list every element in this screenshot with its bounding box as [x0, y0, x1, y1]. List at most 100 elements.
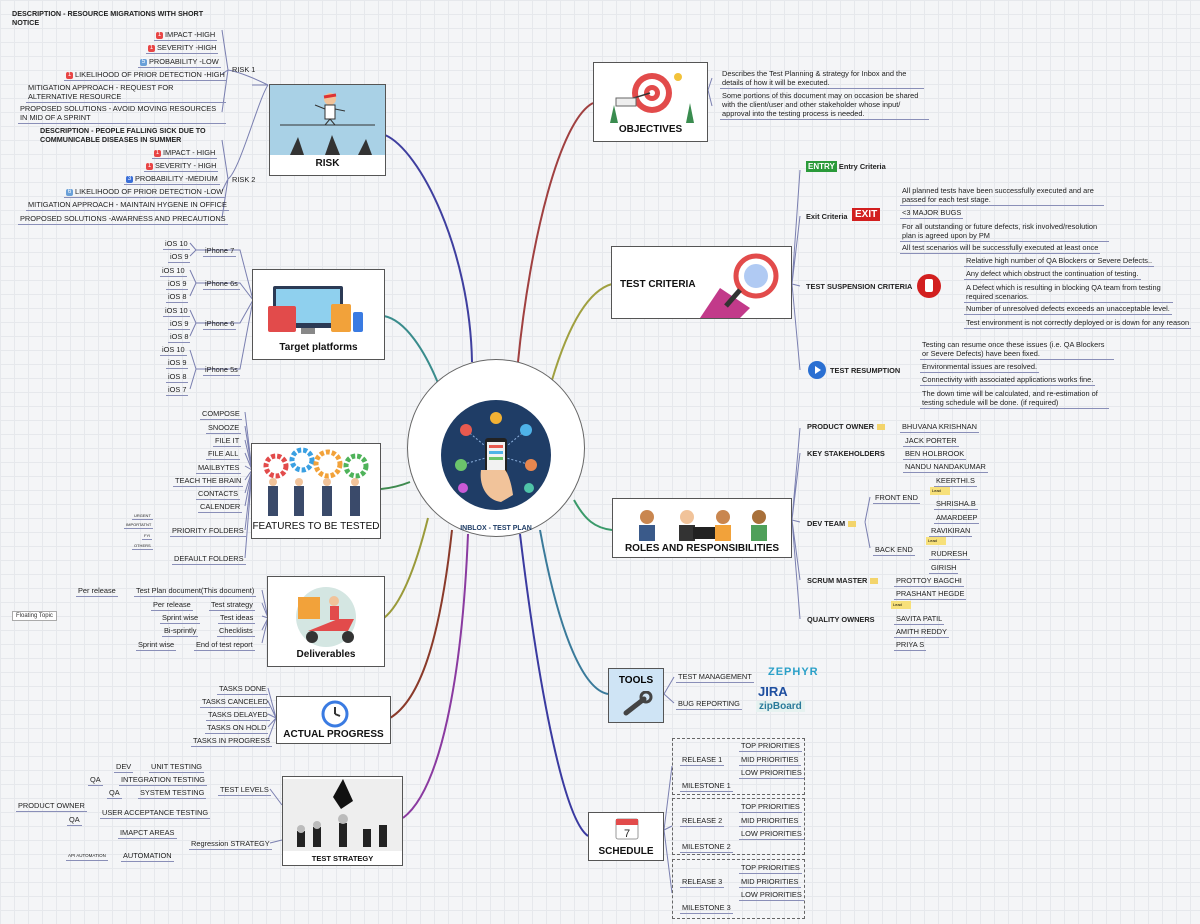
release-label[interactable]: RELEASE 3: [680, 877, 725, 888]
feature-mailbytes[interactable]: MAILBYTES: [196, 463, 242, 474]
priority-level[interactable]: LOW PRIORITIES: [739, 768, 804, 779]
risk1-label[interactable]: RISK 1: [232, 65, 256, 74]
os-version[interactable]: iOS 9: [166, 358, 189, 369]
os-version[interactable]: iOS 10: [160, 345, 187, 356]
scrum-master-label[interactable]: SCRUM MASTER: [807, 576, 879, 585]
uat-owner[interactable]: QA: [67, 815, 82, 826]
suspension-item[interactable]: Number of unresolved defects exceeds an …: [964, 304, 1172, 315]
device-iphone5s[interactable]: iPhone 5s: [203, 365, 240, 376]
risk1-mitigation[interactable]: MITIGATION APPROACH - REQUEST FOR ALTERN…: [26, 83, 226, 103]
risk-card[interactable]: RISK: [269, 84, 386, 176]
regression-label[interactable]: Regression STRATEGY: [189, 839, 272, 850]
exit-criteria[interactable]: Exit Criteria: [806, 212, 848, 221]
exit-item[interactable]: All planned tests have been successfully…: [900, 186, 1104, 206]
exit-item[interactable]: For all outstanding or future defects, r…: [900, 222, 1109, 242]
schedule-card[interactable]: 7 SCHEDULE: [588, 812, 664, 861]
deliverable-frequency[interactable]: Per release: [76, 586, 118, 597]
deliverables-card[interactable]: Deliverables: [267, 576, 385, 667]
priority-level[interactable]: TOP PRIORITIES: [739, 863, 802, 874]
priority-sub[interactable]: FYI: [142, 533, 153, 540]
priority-level[interactable]: LOW PRIORITIES: [739, 890, 804, 901]
tool-test-management[interactable]: TEST MANAGEMENT: [676, 672, 754, 683]
release-label[interactable]: RELEASE 1: [680, 755, 725, 766]
progress-item[interactable]: TASKS CANCELED: [200, 697, 270, 708]
deliverable-item[interactable]: Test Plan document(This document): [134, 586, 257, 597]
tools-card[interactable]: TOOLS: [608, 668, 664, 723]
os-version[interactable]: iOS 8: [166, 292, 189, 303]
progress-item[interactable]: TASKS DONE: [217, 684, 269, 695]
front-end-member[interactable]: AMARDEEP: [934, 513, 980, 524]
priority-level[interactable]: MID PRIORITIES: [739, 755, 801, 766]
back-end-member[interactable]: GIRISH: [929, 563, 959, 574]
front-end-member[interactable]: KEERTHI.S: [934, 476, 977, 487]
back-end-label[interactable]: BACK END: [873, 545, 915, 556]
back-end-member[interactable]: RAVIKIRAN: [929, 526, 973, 537]
product-owner-label[interactable]: PRODUCT OWNER: [807, 422, 885, 431]
device-iphone6s[interactable]: iPhone 6s: [203, 279, 240, 290]
device-iphone6[interactable]: iPhone 6: [203, 319, 237, 330]
resumption-item[interactable]: Testing can resume once these issues (i.…: [920, 340, 1114, 360]
feature-default-folders[interactable]: DEFAULT FOLDERS: [172, 554, 246, 565]
dev-team-label[interactable]: DEV TEAM: [807, 519, 857, 528]
automation-sub[interactable]: API AUTOMATION: [66, 853, 108, 861]
scrum-master[interactable]: PROTTOY BAGCHI: [894, 576, 964, 587]
os-version[interactable]: iOS 9: [166, 279, 189, 290]
test-resumption[interactable]: TEST RESUMPTION: [830, 366, 901, 375]
feature-compose[interactable]: COMPOSE: [200, 409, 242, 420]
progress-card[interactable]: ACTUAL PROGRESS: [276, 696, 391, 744]
regression-item[interactable]: IMAPCT AREAS: [118, 828, 177, 839]
risk2-mitigation[interactable]: MITIGATION APPROACH - MAINTAIN HYGENE IN…: [26, 200, 229, 211]
risk2-description[interactable]: DESCRIPTION - PEOPLE FALLING SICK DUE TO…: [40, 126, 206, 144]
product-owner[interactable]: BHUVANA KRISHNAN: [900, 422, 980, 433]
os-version[interactable]: iOS 10: [163, 239, 190, 250]
os-version[interactable]: iOS 8: [166, 372, 189, 383]
quality-owner[interactable]: SAVITA PATIL: [894, 614, 945, 625]
feature-teach-brain[interactable]: TEACH THE BRAIN: [173, 476, 244, 487]
os-version[interactable]: iOS 10: [163, 306, 190, 317]
milestone-label[interactable]: MILESTONE 3: [680, 903, 733, 914]
suspension-criteria[interactable]: TEST SUSPENSION CRITERIA: [806, 282, 913, 291]
tool-bug-reporting[interactable]: BUG REPORTING: [676, 699, 742, 710]
entry-criteria[interactable]: ENTRY Entry Criteria: [806, 161, 886, 172]
deliverable-item[interactable]: Checklists: [217, 626, 255, 637]
deliverable-frequency[interactable]: Bi-sprintly: [162, 626, 199, 637]
os-version[interactable]: iOS 9: [168, 319, 191, 330]
suspension-item[interactable]: Test environment is not correctly deploy…: [964, 318, 1192, 329]
stakeholder[interactable]: BEN HOLBROOK: [903, 449, 967, 460]
objectives-card[interactable]: OBJECTIVES: [593, 62, 708, 142]
progress-item[interactable]: TASKS IN PROGRESS: [191, 736, 273, 747]
progress-item[interactable]: TASKS ON HOLD: [205, 723, 269, 734]
suspension-item[interactable]: A Defect which is resulting in blocking …: [964, 283, 1173, 303]
test-levels-label[interactable]: TEST LEVELS: [218, 785, 271, 796]
objective-text[interactable]: Some portions of this document may on oc…: [720, 91, 929, 120]
resumption-item[interactable]: Environmental issues are resolved.: [920, 362, 1040, 373]
back-end-member[interactable]: RUDRESH: [929, 549, 970, 560]
test-level[interactable]: INTEGRATION TESTING: [119, 775, 207, 786]
stakeholder[interactable]: JACK PORTER: [903, 436, 959, 447]
deliverable-item[interactable]: End of test report: [194, 640, 255, 651]
regression-item[interactable]: AUTOMATION: [121, 851, 174, 862]
feature-contacts[interactable]: CONTACTS: [196, 489, 241, 500]
priority-level[interactable]: TOP PRIORITIES: [739, 802, 802, 813]
risk1-solution[interactable]: PROPOSED SOLUTIONS - AVOID MOVING RESOUR…: [18, 104, 226, 124]
front-end-member[interactable]: SHRISHA.B: [934, 499, 978, 510]
deliverable-frequency[interactable]: Sprint wise: [136, 640, 177, 651]
progress-item[interactable]: TASKS DELAYED: [206, 710, 270, 721]
release-label[interactable]: RELEASE 2: [680, 816, 725, 827]
features-card[interactable]: FEATURES TO BE TESTED: [251, 443, 381, 539]
device-iphone7[interactable]: iPhone 7: [203, 246, 237, 257]
os-version[interactable]: iOS 10: [160, 266, 187, 277]
key-stakeholders-label[interactable]: KEY STAKEHOLDERS: [807, 449, 885, 458]
risk1-description[interactable]: DESCRIPTION - RESOURCE MIGRATIONS WITH S…: [12, 9, 204, 27]
central-topic[interactable]: INBLOX - TEST PLAN: [407, 359, 585, 537]
floating-topic[interactable]: Floating Topic: [12, 611, 57, 621]
quality-owner[interactable]: PRIYA S: [894, 640, 927, 651]
deliverable-item[interactable]: Test ideas: [218, 613, 256, 624]
platforms-card[interactable]: Target platforms: [252, 269, 385, 360]
